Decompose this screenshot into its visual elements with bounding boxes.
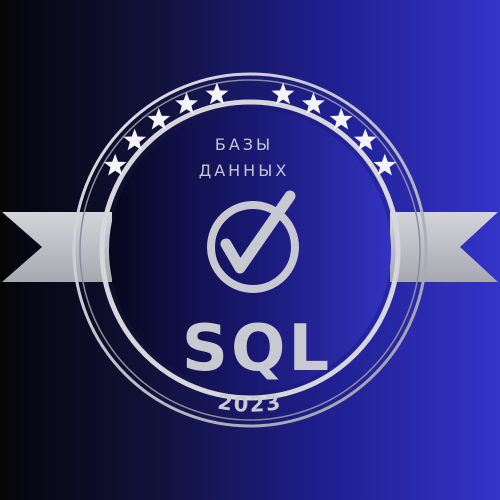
checkmark-circle-icon xyxy=(207,190,299,293)
title-line-1: БАЗЫ xyxy=(215,135,273,154)
star-icon xyxy=(302,92,325,114)
star-icon xyxy=(373,153,397,176)
outer-ring-inner-edge xyxy=(79,79,421,421)
middle-ring xyxy=(99,99,401,401)
star-icon xyxy=(175,92,198,114)
year-label: 2023 xyxy=(216,390,284,417)
title-line-2: ДАННЫХ xyxy=(199,161,290,180)
stars-left xyxy=(103,82,229,176)
sql-label: SQL xyxy=(182,312,332,386)
star-icon xyxy=(103,153,127,176)
star-icon xyxy=(329,107,353,130)
ribbon xyxy=(2,212,498,282)
outer-ring xyxy=(72,72,428,428)
star-icon xyxy=(353,128,377,151)
star-icon xyxy=(123,128,147,151)
star-icon xyxy=(271,82,295,105)
ribbon-left-tail xyxy=(2,212,112,282)
star-icon xyxy=(205,82,229,105)
stars-right xyxy=(271,82,397,176)
ribbon-right-tail xyxy=(390,212,498,282)
star-icon xyxy=(147,107,171,130)
